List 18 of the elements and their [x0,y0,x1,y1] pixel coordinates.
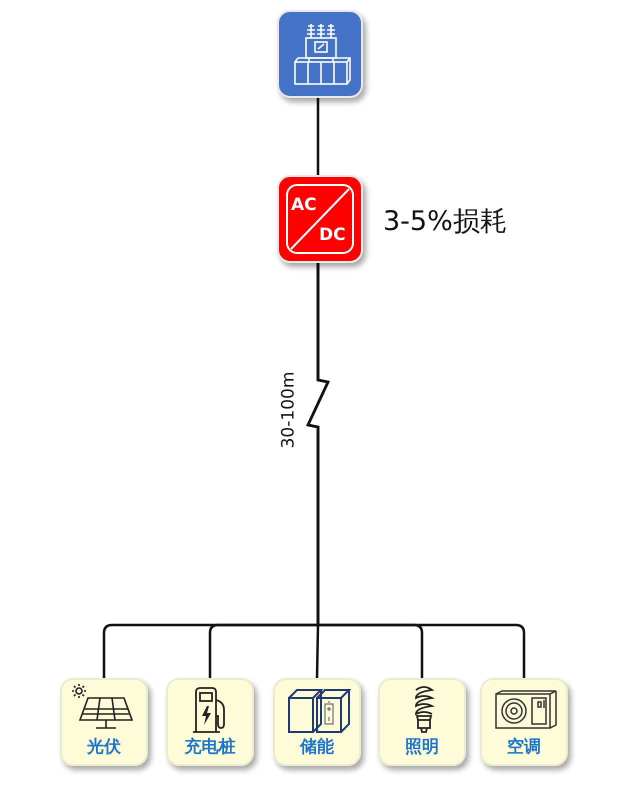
connector-line [316,98,320,175]
converter-label: AC [291,197,317,214]
load-box [60,678,148,766]
load-label: 充电桩 [184,736,236,758]
load-box [378,678,466,766]
load-box [273,678,361,766]
load-label: 照明 [405,736,439,758]
distance-label: 30-100m [278,372,298,448]
transformer-box [277,10,363,98]
connector-line [306,263,526,678]
load-label: 光伏 [87,736,121,758]
loss-note: 3-5%损耗 [383,205,507,239]
converter-label: DC [319,227,346,244]
load-label: 空调 [507,736,541,758]
load-box [480,678,568,766]
load-box [166,678,254,766]
converter-box [277,175,363,263]
load-label: 储能 [300,736,334,758]
